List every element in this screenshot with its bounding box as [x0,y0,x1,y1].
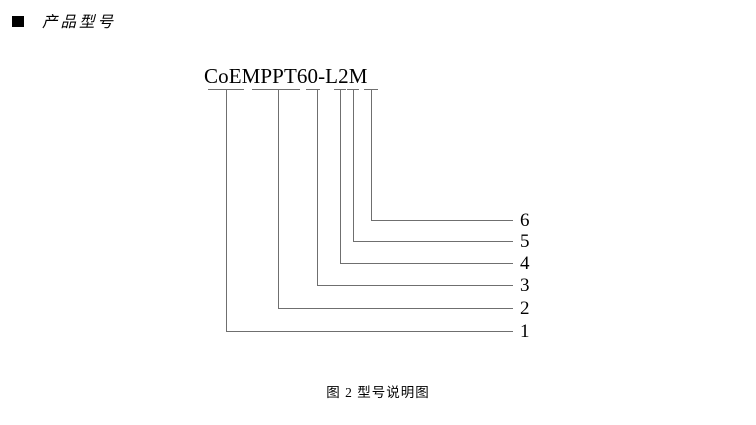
drop-line-6 [371,90,373,221]
underline-segment [334,89,346,91]
drop-line-3 [317,90,319,286]
figure-caption: 图 2 型号说明图 [326,385,430,400]
drop-line-5 [353,90,355,242]
leader-line-2 [278,308,513,310]
callout-5: 5 [520,231,530,252]
drop-line-1 [226,90,228,332]
leader-line-4 [340,263,513,265]
underline-segment [347,89,359,91]
callout-6: 6 [520,210,530,231]
model-code-label: CoEMPPT60-L2M [204,64,368,88]
underline-segment [208,89,244,91]
section-header: 产品型号 [12,10,116,32]
callout-4: 4 [520,253,530,274]
drop-line-2 [278,90,280,309]
leader-line-1 [226,331,513,333]
callout-1: 1 [520,321,530,342]
callout-2: 2 [520,298,530,319]
callout-3: 3 [520,275,530,296]
leader-line-3 [317,285,513,287]
underline-segment [364,89,378,91]
leader-line-6 [371,220,513,222]
underline-segment [306,89,320,91]
underline-segment [252,89,300,91]
leader-line-5 [353,241,513,243]
drop-line-4 [340,90,342,264]
filled-square-bullet-icon [12,15,24,27]
section-title: 产品型号 [42,14,117,31]
